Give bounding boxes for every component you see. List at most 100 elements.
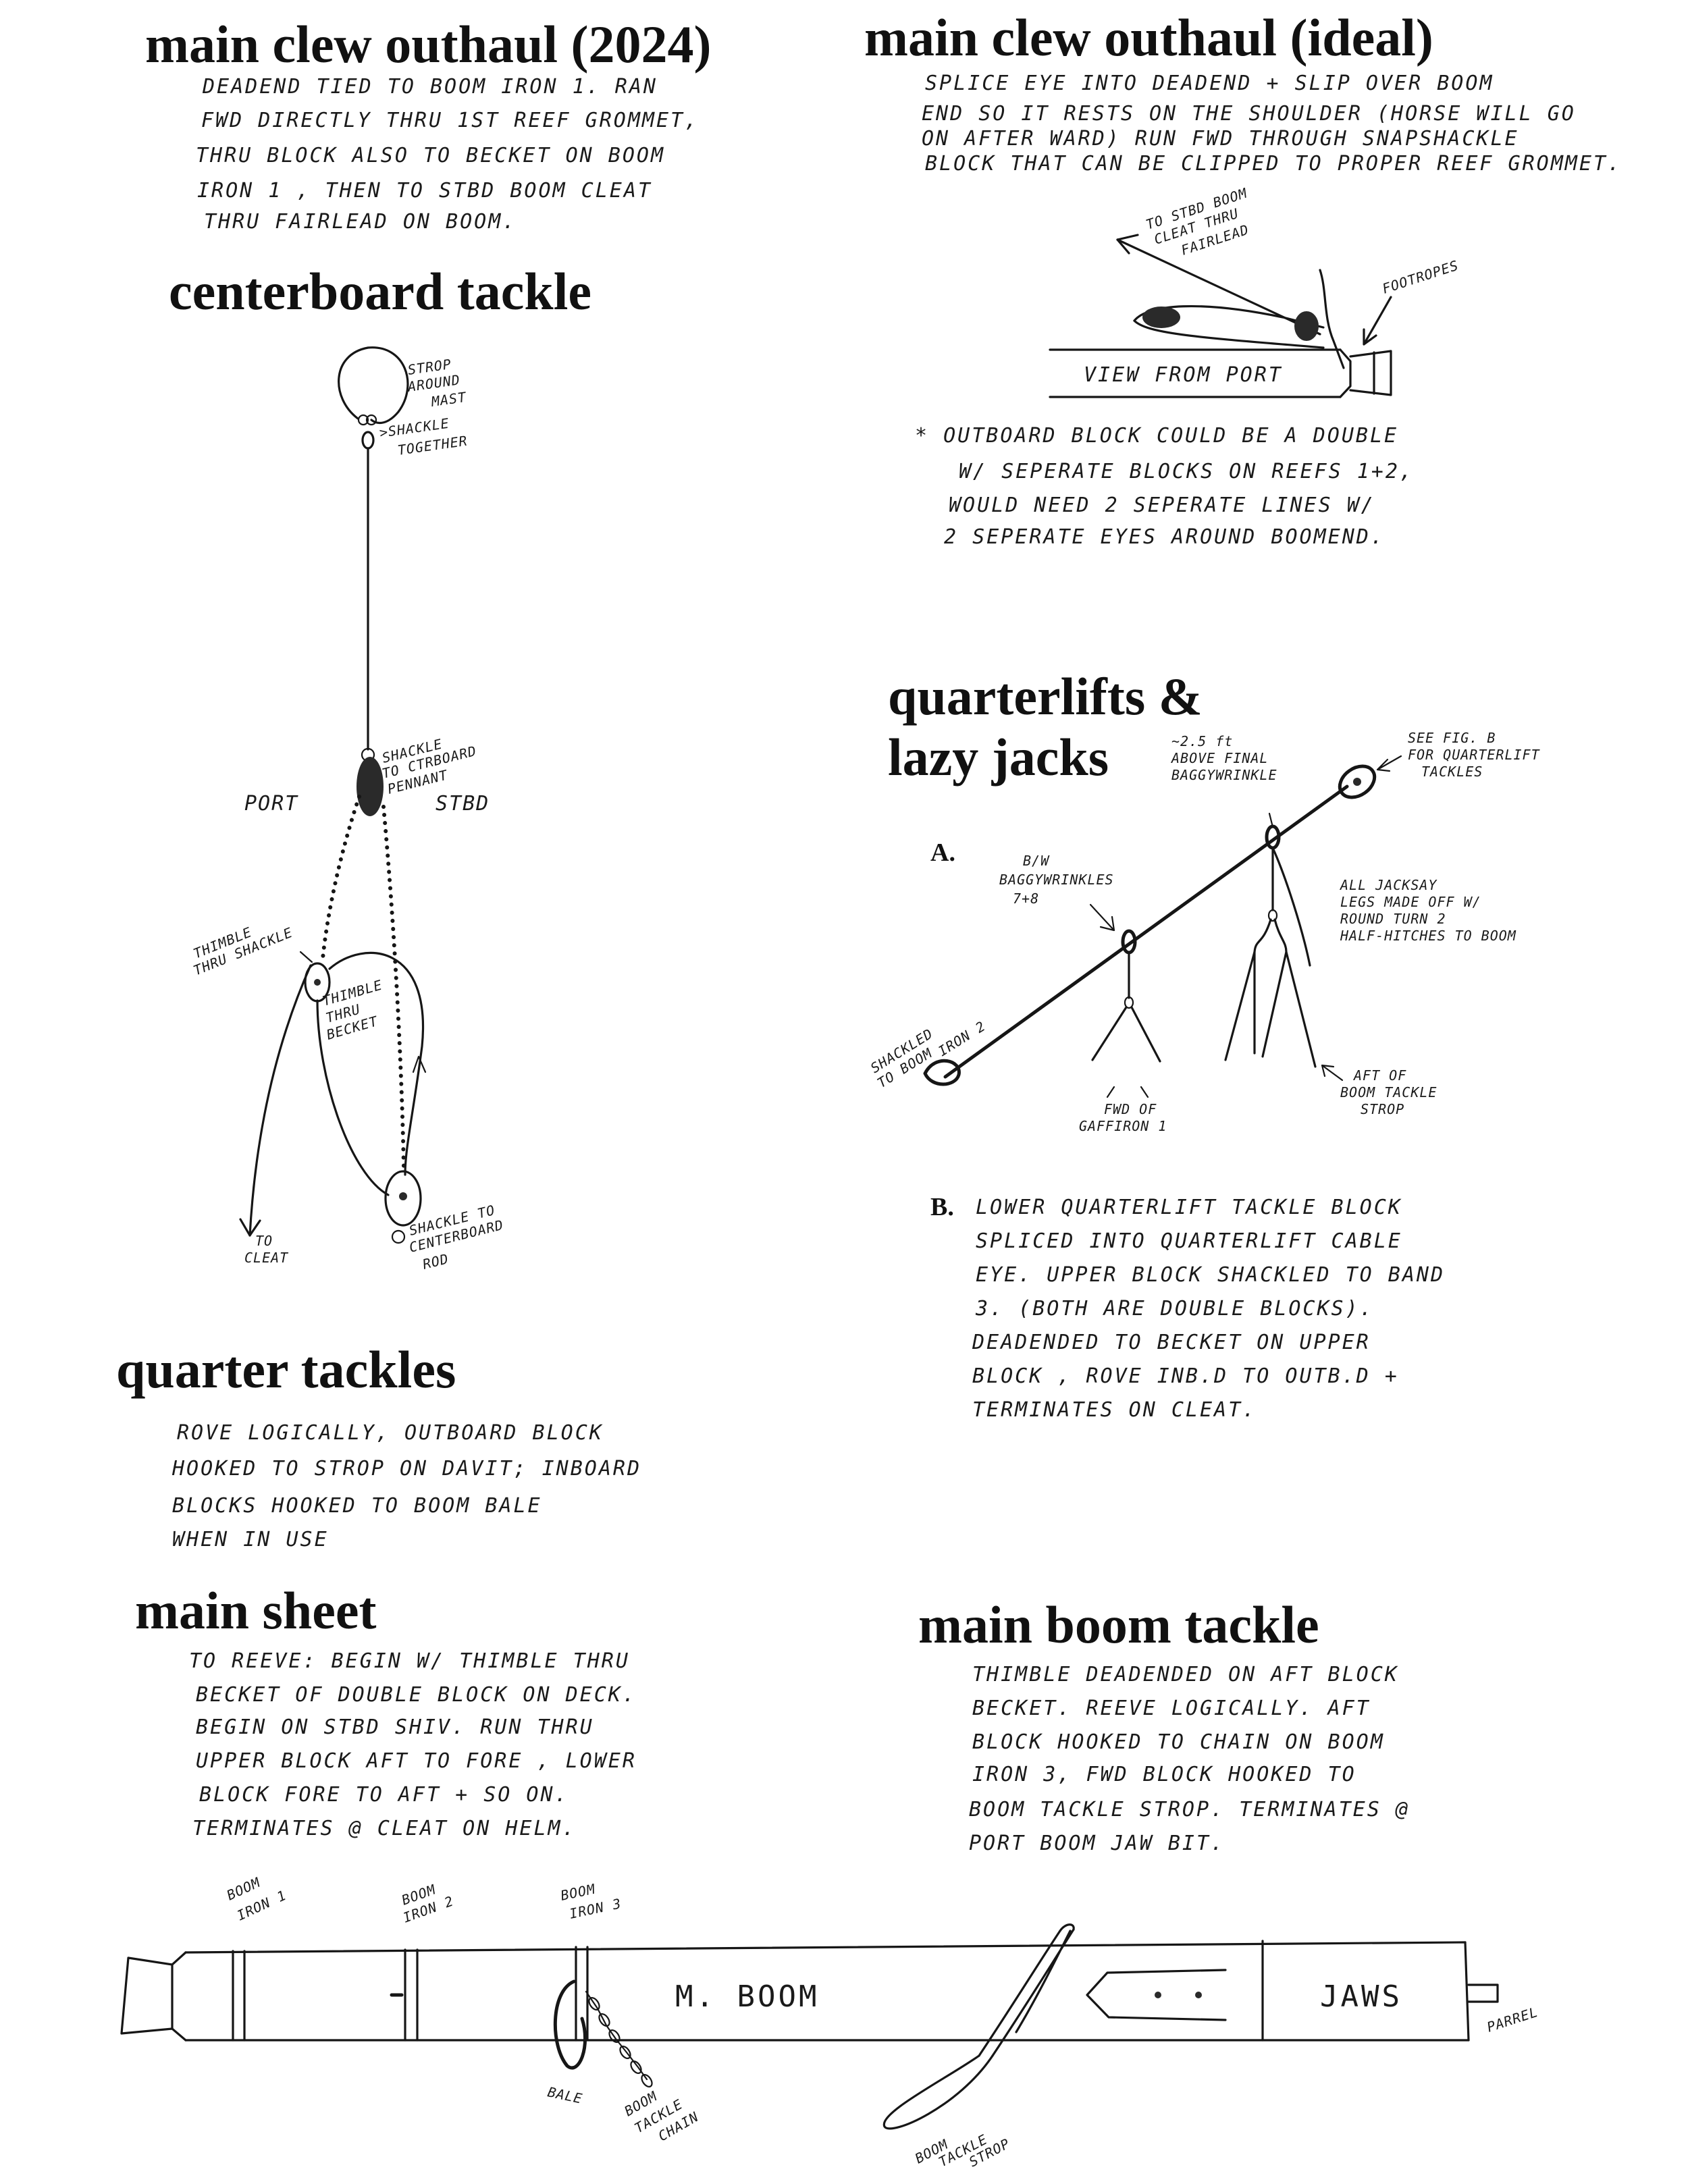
centerboard-sketch: STROP AROUND MAST >SHACKLE TOGETHER SHAC… [191,346,505,1273]
jack-ring-fwd [1124,996,1134,1009]
quarterlift-cable-eye [1338,764,1377,799]
jack-legs-aft [1224,951,1317,1068]
boom-tackle-note-line: THIMBLE DEADENDED ON AFT BLOCK [972,1663,1399,1686]
main-sheet-note-line: BLOCK FORE TO AFT + SO ON. [199,1783,569,1807]
parrel-pin [1467,1983,1499,2003]
label-bale: BALE [546,2083,584,2106]
arrow-see-fig-b [1376,755,1402,772]
label-m-boom: M. BOOM [675,1979,819,2014]
clew-ideal-footnote-line: W/ SEPERATE BLOCKS ON REEFS 1+2, [959,460,1414,483]
upper-tackle-block [357,757,384,816]
clew-outhaul-sketch: TO STBD BOOM CLEAT THRU FAIRLEAD FOOTROP… [1049,185,1460,398]
section-quarterlifts-lazy-jacks: quarterlifts & lazy jacks A. ~2.5 ft ABO [868,667,1540,1422]
becket-return-lead [316,999,390,1196]
clew-ideal-note-line: ON AFTER WARD) RUN FWD THROUGH SNAPSHACK… [922,127,1519,151]
label-see-fig-b: TACKLES [1421,764,1483,780]
title-main-boom-tackle: main boom tackle [918,1595,1319,1654]
section-clew-outhaul-ideal: main clew outhaul (ideal) SPLICE EYE INT… [864,8,1620,549]
figure-a-label: A. [930,838,955,867]
sail-foot-curve [1319,269,1345,369]
arrows-fwd-of-gaffiron [1106,1086,1149,1098]
arrow-baggywrinkles [1089,903,1115,932]
jaw-strap [1086,1969,1227,2021]
dotted-port-fall [321,795,361,961]
boom-tackle-note-line: BOOM TACKLE STROP. TERMINATES @ [969,1798,1410,1821]
label-above-final-baggywrinkle: ABOVE FINAL [1170,750,1268,766]
chain-link [588,1997,600,2010]
figure-b-label: B. [930,1193,954,1221]
label-all-jacksay-legs: ALL JACKSAY [1339,877,1438,893]
label-all-jacksay-legs: HALF-HITCHES TO BOOM [1340,928,1516,944]
lead-to-lower-block [328,951,425,1176]
quarter-tackles-note-line: BLOCKS HOOKED TO BOOM BALE [172,1494,542,1518]
outhaul-lower-part [1133,319,1325,349]
mast-strop-loop [338,346,409,425]
snapshackle-block [1142,307,1180,328]
boom-tackle-note-line: PORT BOOM JAW BIT. [969,1832,1225,1855]
title-lazy-jacks: lazy jacks [888,728,1109,787]
clew-grommet-block [1294,311,1319,341]
fig-b-note-line: EYE. UPPER BLOCK SHACKLED TO BAND [976,1263,1445,1287]
boom-shoulder [1339,348,1352,398]
clew-2024-note-line: IRON 1 , THEN TO STBD BOOM CLEAT [197,179,652,203]
strop-top-turn [1059,1923,1075,1932]
chain-links [588,1997,653,2087]
boom-iron-2-band [404,1948,419,2042]
quarterlift-sketch: ~2.5 ft ABOVE FINAL BAGGYWRINKLE SEE FIG… [868,730,1540,1134]
label-fwd-of-gaffiron: GAFFIRON 1 [1079,1118,1167,1134]
clew-2024-note-line: FWD DIRECTLY THRU 1ST REEF GROMMET, [201,109,699,132]
label-shackle-to-centerboard-rod: ROD [421,1250,450,1273]
arrowhead-to-cleat [239,1218,261,1237]
label-aft-of-boom-tackle-strop: AFT OF [1352,1067,1406,1084]
chain-link [608,2029,621,2043]
direction-arrow [412,1055,427,1073]
strop-eye [357,414,369,426]
cable-eye-thimble [1353,778,1361,786]
clew-2024-note-line: THRU FAIRLEAD ON BOOM. [204,210,517,234]
fall-to-cleat [248,964,312,1237]
main-sheet-note-line: UPPER BLOCK AFT TO FORE , LOWER [196,1749,637,1773]
clew-ideal-footnote-line: 2 SEPERATE EYES AROUND BOOMEND. [944,525,1385,549]
lower-block-pin [399,1192,407,1200]
fig-b-note-line: SPLICED INTO QUARTERLIFT CABLE [976,1229,1402,1253]
label-aft-of-boom-tackle-strop: BOOM TACKLE [1340,1084,1437,1100]
label-port: PORT [244,792,298,816]
label-aft-of-boom-tackle-strop: STROP [1361,1101,1404,1117]
clew-ideal-footnote-line: WOULD NEED 2 SEPERATE LINES W/ [949,494,1375,517]
jack-legs-fwd [1091,1006,1161,1063]
label-above-final-baggywrinkle: ~2.5 ft [1171,733,1233,749]
fig-b-note-line: 3. (BOTH ARE DOUBLE BLOCKS). [975,1297,1374,1321]
chain-link [598,2013,610,2027]
quarter-tackles-note-line: HOOKED TO STROP ON DAVIT; INBOARD [172,1457,641,1481]
title-clew-outhaul-ideal: main clew outhaul (ideal) [864,8,1433,67]
quarter-tackles-note-line: WHEN IN USE [172,1528,329,1551]
label-footropes: FOOTROPES [1380,257,1460,297]
lower-tackle-block [384,1170,422,1227]
title-quarterlifts: quarterlifts & [888,667,1203,726]
main-sheet-note-line: BEGIN ON STBD SHIV. RUN THRU [196,1715,594,1739]
title-quarter-tackles: quarter tackles [116,1340,456,1399]
thimble-block-pin [314,979,321,986]
boom-tackle-note-line: IRON 3, FWD BLOCK HOOKED TO [972,1763,1356,1786]
main-sheet-note-line: TO REEVE: BEGIN W/ THIMBLE THRU [189,1649,630,1673]
jack-split-aft [1253,918,1288,953]
arrowhead-to-cleat [1116,234,1139,255]
boom-end-cap [1349,350,1392,396]
chain-link [641,2074,653,2087]
label-jaws: JAWS [1320,1979,1402,2014]
fig-b-note-line: BLOCK , ROVE INB.D TO OUTB.D + [972,1364,1399,1388]
label-stbd: STBD [436,792,490,816]
label-baggywrinkles: 7+8 [1013,890,1039,907]
dotted-stbd-fall [381,805,406,1170]
label-above-final-baggywrinkle: BAGGYWRINKLE [1171,767,1277,783]
boom-outboard-end [120,1951,187,2042]
chain-link [619,2046,631,2059]
leader-thimble-shackle [299,951,313,963]
jack-leg-aft-outer [1271,847,1311,967]
shackle-to-centerboard-rod [391,1229,406,1244]
fig-b-note-line: LOWER QUARTERLIFT TACKLE BLOCK [976,1196,1402,1219]
label-parrel: PARREL [1485,2004,1540,2035]
jaw-bolt [1155,1992,1161,1998]
leader-above-final [1268,812,1274,828]
title-main-sheet: main sheet [135,1581,377,1640]
